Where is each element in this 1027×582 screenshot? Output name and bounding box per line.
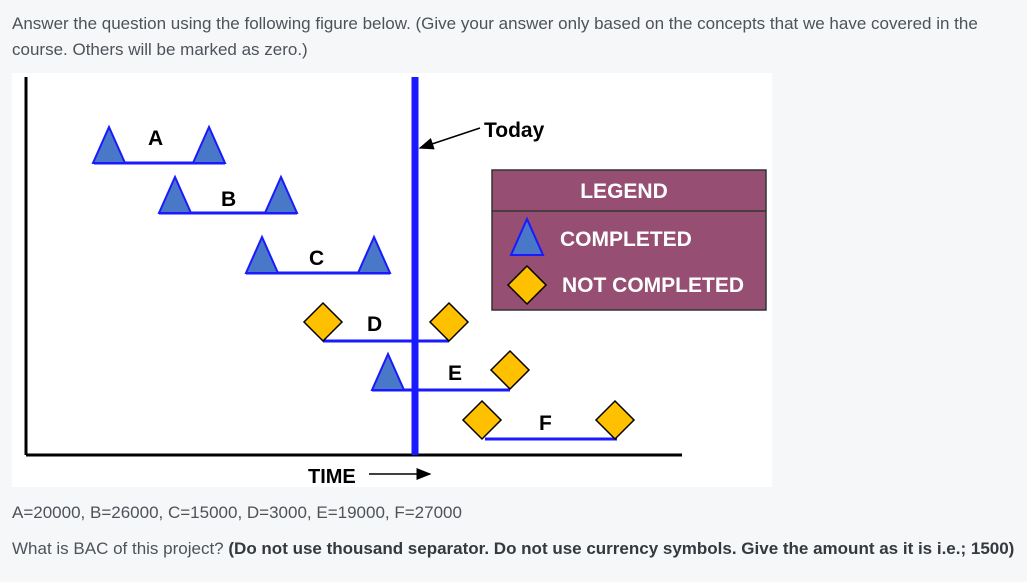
legend-not-completed-diamond-icon xyxy=(506,264,548,306)
question-prefix: What is BAC of this project? xyxy=(12,539,229,558)
task-a-label: A xyxy=(148,127,163,150)
task-values-text: A=20000, B=26000, C=15000, D=3000, E=190… xyxy=(12,503,462,522)
legend: LEGEND COMPLETED NOT COMPLETED xyxy=(491,169,767,311)
task-d-start-diamond xyxy=(302,301,344,343)
task-f-label: F xyxy=(539,412,552,435)
task-c: C xyxy=(244,234,392,275)
task-c-start-triangle xyxy=(244,234,280,274)
task-d-label: D xyxy=(367,313,382,336)
task-b-start-triangle xyxy=(157,174,193,214)
task-f: F xyxy=(461,399,636,441)
gantt-figure: TIME Today A B C xyxy=(12,73,772,487)
task-c-label: C xyxy=(309,247,324,270)
legend-title: LEGEND xyxy=(580,180,668,203)
question-instructions: (Do not use thousand separator. Do not u… xyxy=(228,539,1015,558)
task-b-label: B xyxy=(221,188,236,211)
time-label: TIME xyxy=(308,466,356,487)
legend-completed-label: COMPLETED xyxy=(560,228,692,251)
task-e-label: E xyxy=(448,362,462,385)
gantt-figure-svg: TIME Today A B C xyxy=(24,77,767,487)
task-f-end-diamond xyxy=(594,399,636,441)
task-b-end-triangle xyxy=(263,174,299,214)
task-a: A xyxy=(91,124,227,165)
task-c-end-triangle xyxy=(356,234,392,274)
task-a-end-triangle xyxy=(191,124,227,164)
task-e-end-diamond xyxy=(489,349,531,391)
today-pointer xyxy=(418,127,481,150)
task-e: E xyxy=(370,349,531,392)
task-b: B xyxy=(157,174,299,215)
task-f-start-diamond xyxy=(461,399,503,441)
legend-completed-triangle-icon xyxy=(509,216,545,256)
today-label: Today xyxy=(484,119,545,142)
question-text: What is BAC of this project? (Do not use… xyxy=(12,539,1022,559)
legend-not-completed-label: NOT COMPLETED xyxy=(562,274,744,297)
task-e-start-triangle xyxy=(370,351,406,391)
task-d: D xyxy=(302,301,470,343)
instruction-text: Answer the question using the following … xyxy=(12,14,978,59)
task-a-start-triangle xyxy=(91,124,127,164)
task-d-end-diamond xyxy=(428,301,470,343)
